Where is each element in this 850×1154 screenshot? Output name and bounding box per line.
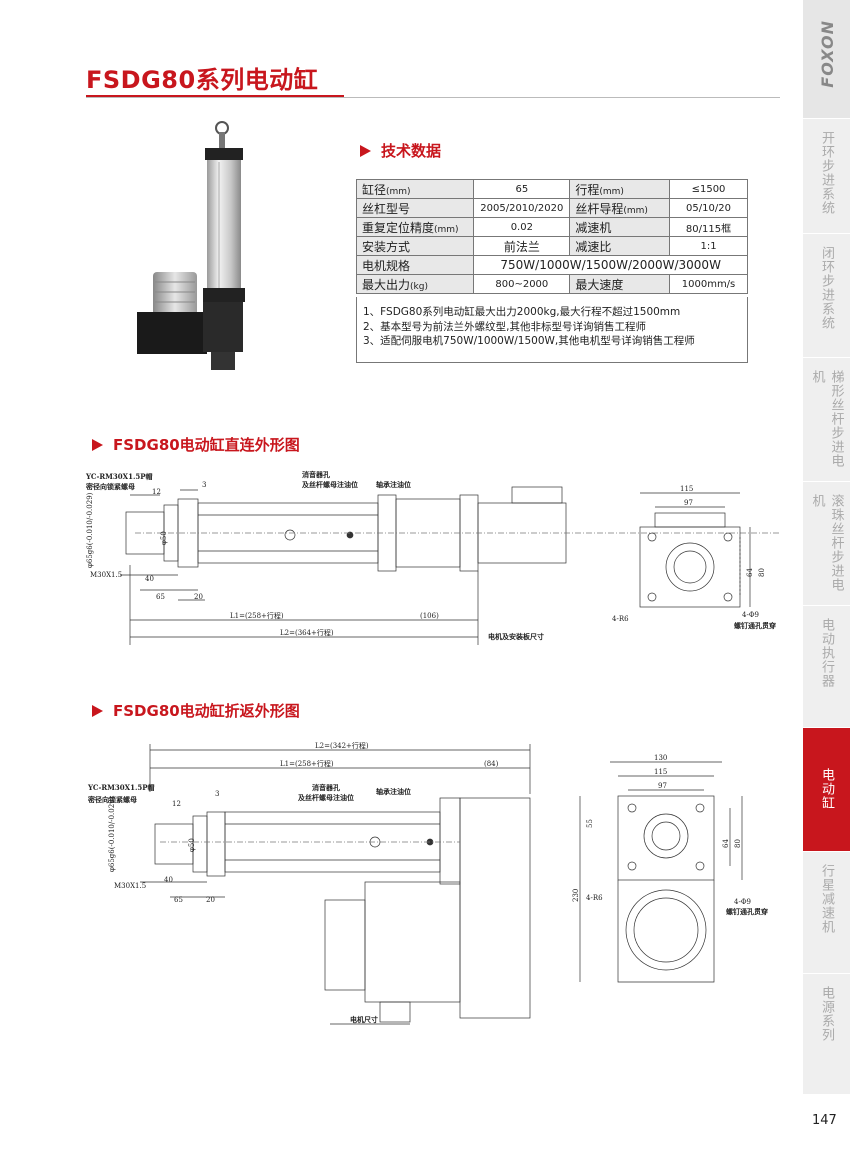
svg-text:L2=(364+行程): L2=(364+行程) <box>280 628 334 637</box>
triangle-bullet-icon <box>360 144 371 157</box>
svg-text:螺钉通孔贯穿: 螺钉通孔贯穿 <box>726 907 768 916</box>
note-line: 3、适配伺服电机750W/1000W/1500W,其他电机型号详询销售工程师 <box>363 335 695 347</box>
svg-text:消音器孔: 消音器孔 <box>312 783 340 792</box>
table-row: 最大出力(kg) 800~2000 最大速度 1000mm/s <box>355 274 748 294</box>
sidebar-item-power-supply[interactable]: 电源系列 <box>803 973 850 1094</box>
svg-text:密径向锁紧螺母: 密径向锁紧螺母 <box>88 795 137 804</box>
svg-text:4-Φ9: 4-Φ9 <box>734 898 751 906</box>
svg-text:55: 55 <box>586 819 594 828</box>
page-number: 147 <box>812 1113 837 1128</box>
svg-text:L2=(342+行程): L2=(342+行程) <box>315 741 369 750</box>
page-title: FSDG80系列电动缸 <box>86 66 319 94</box>
svg-text:及丝杆螺母注油位: 及丝杆螺母注油位 <box>302 480 358 489</box>
svg-text:97: 97 <box>684 499 693 507</box>
svg-text:φ50: φ50 <box>160 531 168 545</box>
svg-text:4-Φ9: 4-Φ9 <box>742 611 759 619</box>
svg-text:M30X1.5: M30X1.5 <box>90 571 122 579</box>
svg-text:97: 97 <box>658 782 667 790</box>
svg-text:4-R6: 4-R6 <box>586 894 603 902</box>
title-underline <box>86 95 344 98</box>
drawing1-heading-text: FSDG80电动缸直连外形图 <box>113 436 300 454</box>
title-rule <box>86 97 780 98</box>
spec-notes: 1、FSDG80系列电动缸最大出力2000kg,最大行程不超过1500mm 2、… <box>356 297 748 363</box>
sidebar-item-actuator[interactable]: 电动执行器 <box>803 605 850 727</box>
svg-text:及丝杆螺母注油位: 及丝杆螺母注油位 <box>298 793 354 802</box>
sidebar-item-label: 电动缸 <box>819 768 834 810</box>
sidebar-item-label: 滚珠丝杆步进电机 <box>809 494 844 592</box>
svg-text:40: 40 <box>164 876 173 884</box>
sidebar-item-closed-loop[interactable]: 闭环步进系统 <box>803 233 850 357</box>
svg-text:M30X1.5: M30X1.5 <box>114 882 146 890</box>
svg-text:64: 64 <box>722 839 730 848</box>
product-photo <box>137 121 245 370</box>
svg-text:(84): (84) <box>484 760 499 768</box>
brand-logo: FOXON <box>803 0 850 118</box>
table-row: 丝杠型号 2005/2010/2020 丝杆导程(mm) 05/10/20 <box>355 198 748 218</box>
table-row: 安装方式 前法兰 减速比 1:1 <box>355 236 748 256</box>
svg-text:115: 115 <box>680 485 693 493</box>
triangle-bullet-icon <box>92 704 103 717</box>
sidebar-item-open-loop[interactable]: 开环步进系统 <box>803 118 850 233</box>
svg-text:65: 65 <box>174 896 183 904</box>
table-row: 重复定位精度(mm) 0.02 减速机 80/115框 <box>355 217 748 237</box>
sidebar-item-label: 电动执行器 <box>819 618 834 688</box>
sidebar-item-label: 行星减速机 <box>819 864 834 934</box>
svg-text:80: 80 <box>734 839 742 848</box>
table-row: 电机规格 750W/1000W/1500W/2000W/3000W <box>355 255 748 275</box>
svg-text:φ65g6(-0.010/-0.029): φ65g6(-0.010/-0.029) <box>86 492 94 568</box>
spec-heading-text: 技术数据 <box>381 142 442 160</box>
svg-text:螺钉通孔贯穿: 螺钉通孔贯穿 <box>734 621 776 630</box>
svg-text:密径向锁紧螺母: 密径向锁紧螺母 <box>86 482 135 491</box>
brand-text: FOXON <box>818 20 837 88</box>
triangle-bullet-icon <box>92 438 103 451</box>
svg-text:80: 80 <box>758 568 766 577</box>
table-row: 缸径(mm) 65 行程(mm) ≤1500 <box>355 179 748 199</box>
svg-text:64: 64 <box>746 568 754 577</box>
spec-table: 缸径(mm) 65 行程(mm) ≤1500 丝杠型号 2005/2010/20… <box>355 179 748 294</box>
svg-text:L1=(258+行程): L1=(258+行程) <box>280 759 334 768</box>
drawing2-heading: FSDG80电动缸折返外形图 <box>92 700 300 721</box>
sidebar-item-label: 梯形丝杆步进电机 <box>809 370 844 468</box>
sidebar-item-trapezoid-screw[interactable]: 梯形丝杆步进电机 <box>803 357 850 481</box>
svg-text:φ65g6(-0.010/-0.029): φ65g6(-0.010/-0.029) <box>108 796 116 872</box>
drawing1-technical-drawing: YC-RM30X1.5P帽 密径向锁紧螺母 12 3 消音器孔 及丝杆螺母注油位… <box>85 470 780 645</box>
svg-text:轴承注油位: 轴承注油位 <box>376 787 411 796</box>
sidebar <box>803 0 850 1094</box>
sidebar-item-label: 闭环步进系统 <box>819 246 834 330</box>
sidebar-item-ball-screw[interactable]: 滚珠丝杆步进电机 <box>803 481 850 605</box>
svg-text:轴承注油位: 轴承注油位 <box>376 480 411 489</box>
sidebar-item-label: 电源系列 <box>819 986 834 1042</box>
sidebar-item-electric-cylinder[interactable]: 电动缸 <box>803 727 850 851</box>
svg-text:(106): (106) <box>420 612 439 620</box>
svg-text:电机尺寸: 电机尺寸 <box>350 1015 378 1024</box>
svg-text:65: 65 <box>156 593 165 601</box>
drawing2-technical-drawing: L2=(342+行程) L1=(258+行程) (84) YC-RM30X1.5… <box>87 741 768 1025</box>
sensor-hole-icon <box>284 529 296 541</box>
note-line: 2、基本型号为前法兰外螺纹型,其他非标型号详询销售工程师 <box>363 320 647 333</box>
svg-text:130: 130 <box>654 754 667 762</box>
svg-text:L1=(258+行程): L1=(258+行程) <box>230 611 284 620</box>
svg-text:4-R6: 4-R6 <box>612 615 629 623</box>
svg-text:20: 20 <box>194 593 203 601</box>
svg-text:230: 230 <box>572 889 580 902</box>
svg-text:3: 3 <box>215 790 219 798</box>
sidebar-item-planetary-reducer[interactable]: 行星减速机 <box>803 851 850 973</box>
svg-text:电机及安装板尺寸: 电机及安装板尺寸 <box>488 632 544 641</box>
drawing1-heading: FSDG80电动缸直连外形图 <box>92 434 300 455</box>
note-line: 1、FSDG80系列电动缸最大出力2000kg,最大行程不超过1500mm <box>363 306 681 318</box>
sidebar-item-label: 开环步进系统 <box>819 131 834 215</box>
svg-text:消音器孔: 消音器孔 <box>302 470 330 479</box>
svg-text:12: 12 <box>172 800 181 808</box>
svg-text:40: 40 <box>145 575 154 583</box>
svg-text:3: 3 <box>202 481 206 489</box>
svg-text:YC-RM30X1.5P帽: YC-RM30X1.5P帽 <box>85 472 153 481</box>
svg-text:12: 12 <box>152 488 161 496</box>
svg-text:φ50: φ50 <box>188 838 196 852</box>
svg-text:YC-RM30X1.5P帽: YC-RM30X1.5P帽 <box>87 783 155 792</box>
svg-text:20: 20 <box>206 896 215 904</box>
drawing2-heading-text: FSDG80电动缸折返外形图 <box>113 702 300 720</box>
spec-heading: 技术数据 <box>360 140 441 161</box>
svg-text:115: 115 <box>654 768 667 776</box>
